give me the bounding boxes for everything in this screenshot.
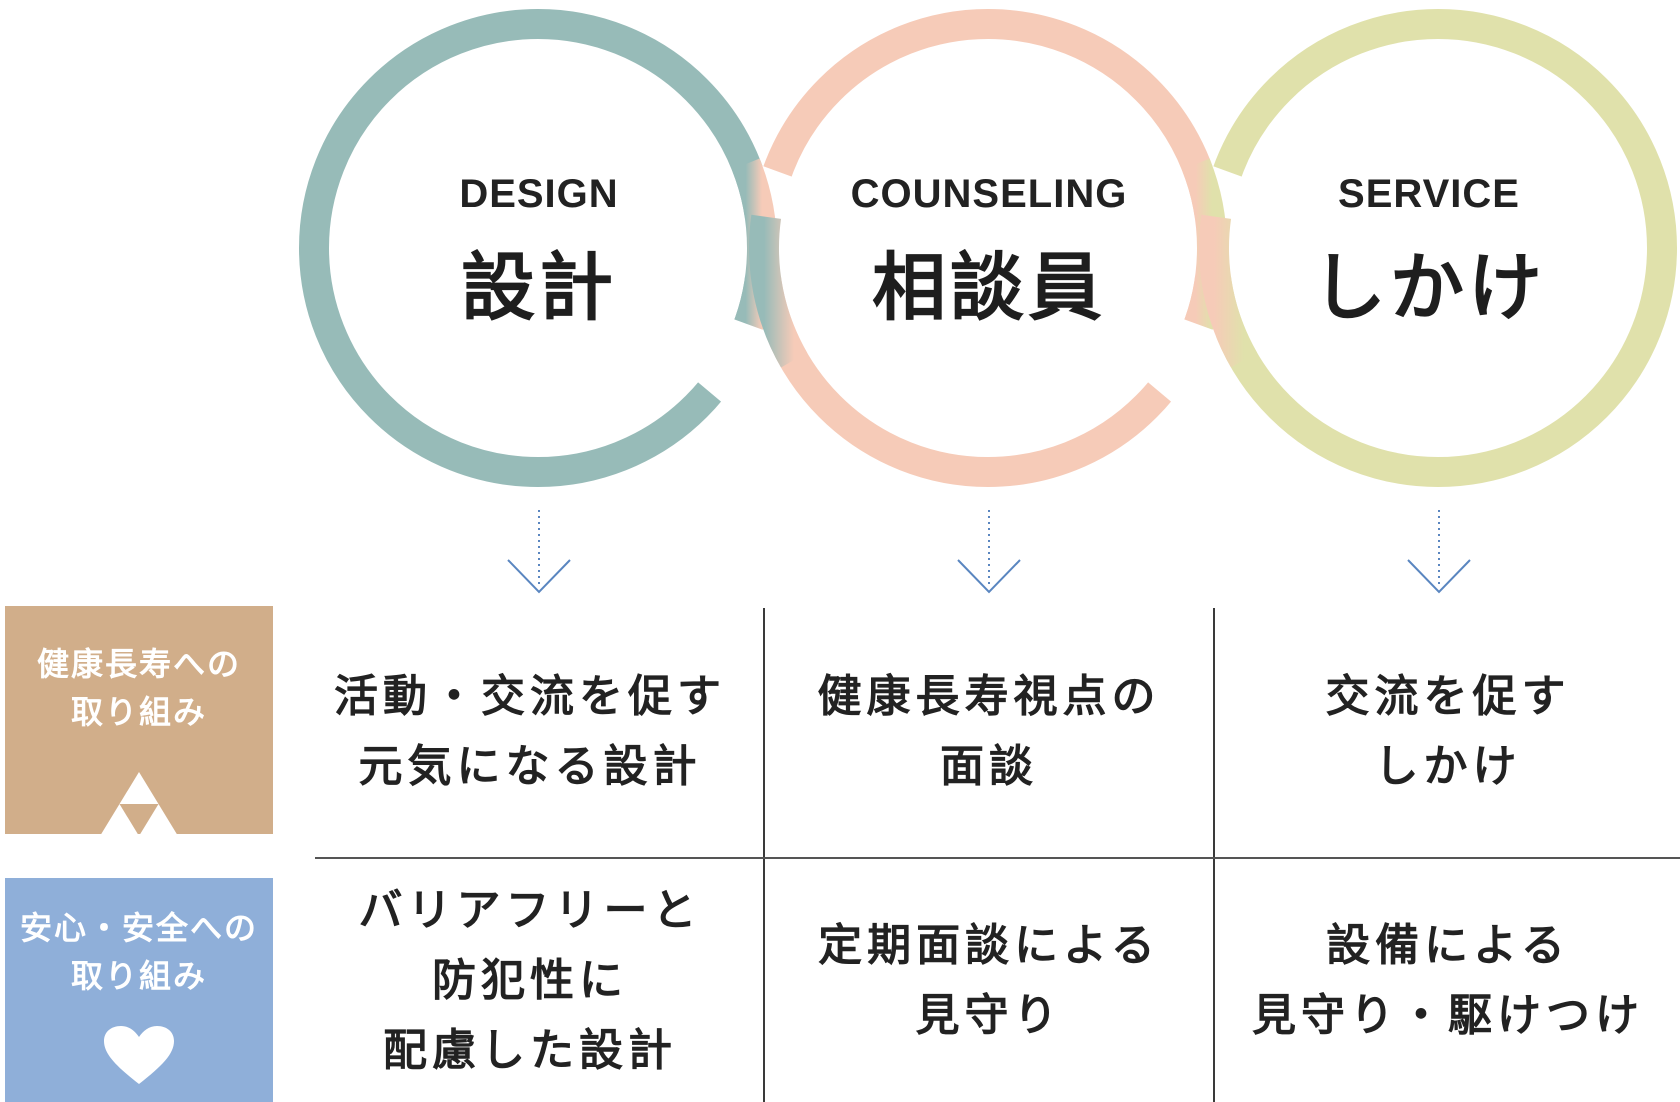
grid-divider — [763, 608, 765, 1102]
grid-divider — [1213, 608, 1215, 1102]
ring-overlap-mask — [1143, 317, 1219, 406]
cell-design-health: 活動・交流を促す 元気になる設計 — [300, 608, 760, 856]
cell-line: 設備による — [1326, 920, 1570, 971]
row-label-line: 取り組み — [70, 693, 207, 731]
cell-line: 防犯性に — [432, 955, 628, 1006]
heart-icon — [104, 1026, 174, 1084]
cell-counseling-safety: 定期面談による 見守り — [766, 860, 1212, 1102]
cell-line: 配慮した設計 — [383, 1025, 677, 1076]
cell-line: 面談 — [940, 741, 1038, 792]
rings-diagram — [299, 9, 1677, 487]
circle-title-jp: しかけ — [1312, 245, 1546, 331]
cell-service-safety: 設備による 見守り・駆けつけ — [1216, 860, 1680, 1102]
ring-counseling-overlap — [749, 214, 808, 368]
cell-line: 見守り・駆けつけ — [1252, 990, 1644, 1041]
cell-service-health: 交流を促す しかけ — [1216, 608, 1680, 856]
cell-line: 交流を促す — [1325, 671, 1571, 722]
row-label-line: 健康長寿への — [36, 645, 241, 683]
cell-line: 健康長寿視点の — [817, 671, 1161, 722]
row-label-safety: 安心・安全への 取り組み — [5, 878, 273, 1102]
down-arrow-icon — [1407, 510, 1471, 594]
ring-overlap-mask — [693, 317, 769, 406]
ring-service-overlap — [1199, 214, 1258, 368]
down-arrow-icon — [957, 510, 1021, 594]
grid-divider — [315, 857, 1680, 859]
circle-title-en: COUNSELING — [850, 172, 1128, 216]
circle-title-jp: 相談員 — [872, 245, 1106, 331]
cell-line: しかけ — [1374, 741, 1522, 792]
cell-line: 定期面談による — [818, 920, 1160, 971]
cell-line: 活動・交流を促す — [334, 671, 726, 722]
row-label-line: 取り組み — [70, 957, 207, 995]
circle-title-jp: 設計 — [461, 245, 617, 331]
row-label-health: 健康長寿への 取り組み — [5, 606, 273, 836]
circle-title-en: SERVICE — [1338, 172, 1520, 216]
down-arrow-icon — [507, 510, 571, 594]
cell-counseling-health: 健康長寿視点の 面談 — [766, 608, 1212, 856]
circle-title-en: DESIGN — [459, 172, 619, 216]
cell-line: バリアフリーと — [358, 885, 702, 936]
triforce-icon — [100, 772, 178, 836]
cell-design-safety: バリアフリーと 防犯性に 配慮した設計 — [300, 860, 760, 1102]
row-label-line: 安心・安全への — [19, 909, 258, 947]
cell-line: 見守り — [915, 990, 1063, 1041]
cell-line: 元気になる設計 — [358, 741, 702, 792]
